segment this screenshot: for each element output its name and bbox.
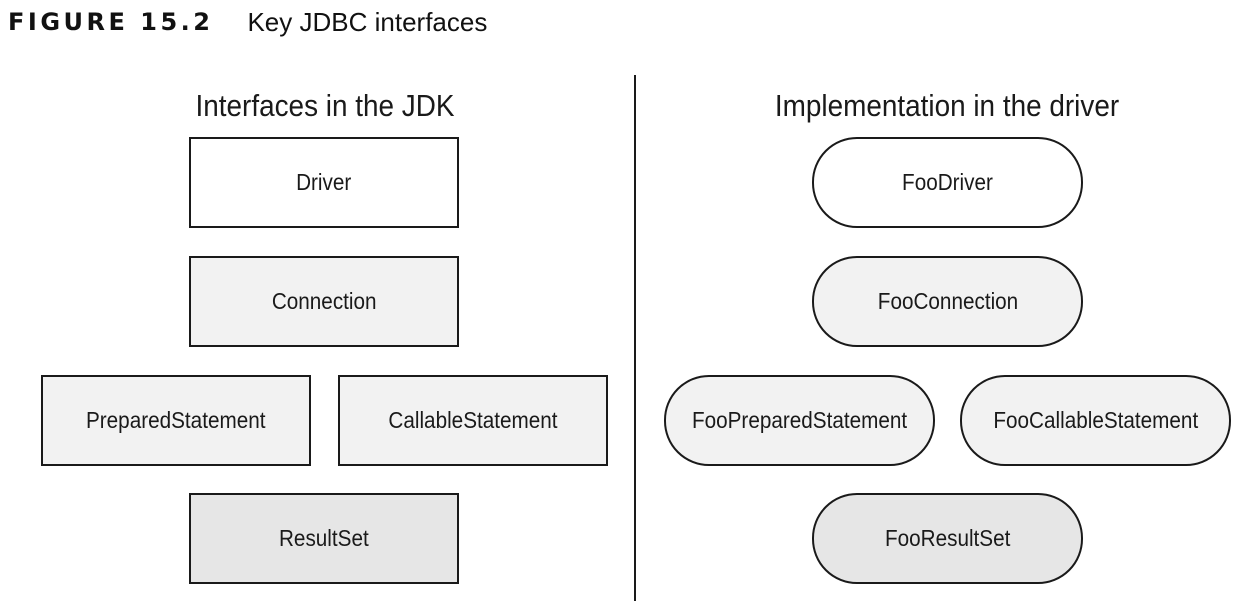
- figure-caption: FIGURE 15.2 Key JDBC interfaces: [8, 4, 487, 40]
- foo-driver-label: FooDriver: [902, 169, 993, 195]
- connection-interface-label: Connection: [271, 288, 377, 314]
- foo-connection-box: FooConnection: [812, 256, 1083, 347]
- connection-interface-box: Connection: [189, 256, 459, 347]
- foo-connection-label: FooConnection: [877, 288, 1018, 314]
- foo-prepared-statement-box: FooPreparedStatement: [664, 375, 935, 466]
- callable-statement-interface-box: CallableStatement: [338, 375, 608, 466]
- foo-result-set-box: FooResultSet: [812, 493, 1083, 584]
- driver-interface-label: Driver: [296, 169, 352, 195]
- foo-result-set-label: FooResultSet: [884, 525, 1011, 551]
- result-set-interface-box: ResultSet: [189, 493, 459, 584]
- result-set-interface-label: ResultSet: [279, 525, 369, 551]
- driver-interface-box: Driver: [189, 137, 459, 228]
- prepared-statement-interface-box: PreparedStatement: [41, 375, 311, 466]
- foo-callable-statement-box: FooCallableStatement: [960, 375, 1231, 466]
- callable-statement-interface-label: CallableStatement: [388, 407, 558, 433]
- column-divider: [634, 75, 636, 601]
- foo-driver-box: FooDriver: [812, 137, 1083, 228]
- prepared-statement-interface-label: PreparedStatement: [86, 407, 266, 433]
- foo-callable-statement-label: FooCallableStatement: [993, 407, 1198, 433]
- figure-label: FIGURE 15.2: [8, 8, 214, 36]
- driver-implementation-heading: Implementation in the driver: [774, 88, 1120, 123]
- jdk-interfaces-heading: Interfaces in the JDK: [195, 88, 455, 123]
- foo-prepared-statement-label: FooPreparedStatement: [691, 407, 908, 433]
- figure-title: Key JDBC interfaces: [247, 6, 488, 37]
